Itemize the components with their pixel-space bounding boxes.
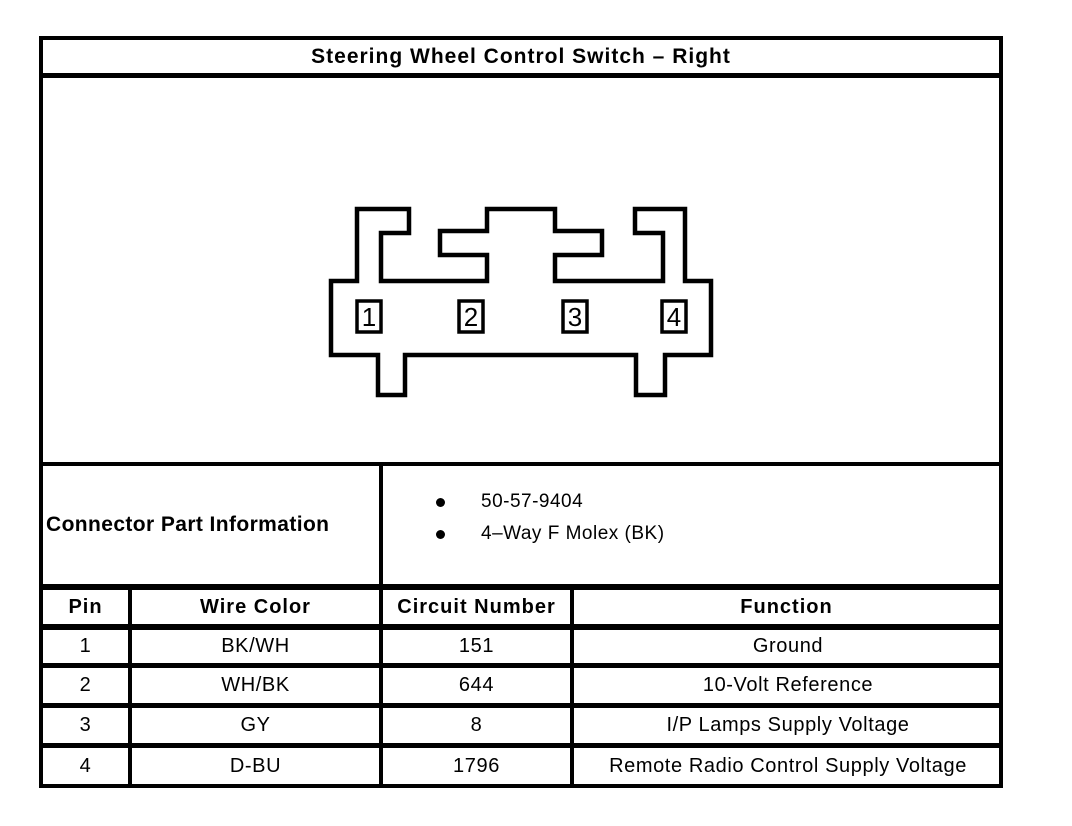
header-cell-wire-color: Wire Color bbox=[132, 590, 383, 624]
part-number: 50-57-9404 bbox=[481, 491, 584, 512]
pin-box-1 bbox=[355, 299, 383, 334]
pin-table-header: Pin Wire Color Circuit Number Function bbox=[43, 590, 999, 630]
part-item: 4–Way F Molex (BK) bbox=[436, 518, 999, 550]
cell-wire-color: BK/WH bbox=[132, 630, 383, 663]
cell-wire-color: D-BU bbox=[132, 748, 383, 784]
cell-circuit-number: 644 bbox=[383, 668, 574, 703]
bullet-icon bbox=[436, 529, 445, 539]
cell-pin: 1 bbox=[43, 630, 132, 663]
connector-sheet: Steering Wheel Control Switch – Right 1 … bbox=[39, 36, 1003, 788]
page-title: Steering Wheel Control Switch – Right bbox=[311, 44, 731, 68]
cell-wire-color: GY bbox=[132, 708, 383, 743]
cell-function: Ground bbox=[752, 635, 824, 657]
pin-number-1: 1 bbox=[362, 302, 376, 332]
pin-number-2: 2 bbox=[464, 302, 478, 332]
cell-function: I/P Lamps Supply Voltage bbox=[666, 714, 910, 736]
cell-circuit-number: 151 bbox=[383, 630, 574, 663]
cell-function: 10-Volt Reference bbox=[702, 674, 874, 696]
table-row: 4 D-BU 1796 Remote Radio Control Supply … bbox=[43, 748, 999, 784]
cell-pin: 3 bbox=[43, 708, 132, 743]
pin-number-3: 3 bbox=[568, 302, 582, 332]
title-bar: Steering Wheel Control Switch – Right bbox=[43, 40, 999, 78]
table-row: 2 WH/BK 644 10-Volt Reference bbox=[43, 668, 999, 708]
header-cell-function: Function bbox=[740, 595, 833, 618]
pin-box-3 bbox=[561, 299, 589, 334]
pin-box-2 bbox=[457, 299, 485, 334]
header-cell-pin: Pin bbox=[43, 590, 132, 624]
connector-info-label: Connector Part Information bbox=[43, 466, 383, 584]
pin-box-4 bbox=[660, 299, 688, 334]
connector-face-diagram: 1 2 3 4 bbox=[328, 206, 714, 398]
connector-info-row: Connector Part Information 50-57-9404 4–… bbox=[43, 466, 999, 590]
header-cell-circuit-number: Circuit Number bbox=[383, 590, 574, 624]
cell-wire-color: WH/BK bbox=[132, 668, 383, 703]
table-row: 1 BK/WH 151 Ground bbox=[43, 630, 999, 668]
connector-diagram-area: 1 2 3 4 bbox=[43, 78, 999, 466]
part-description: 4–Way F Molex (BK) bbox=[481, 523, 665, 544]
pin-number-4: 4 bbox=[667, 302, 681, 332]
cell-pin: 2 bbox=[43, 668, 132, 703]
table-row: 3 GY 8 I/P Lamps Supply Voltage bbox=[43, 708, 999, 748]
cell-circuit-number: 8 bbox=[383, 708, 574, 743]
cell-function: Remote Radio Control Supply Voltage bbox=[609, 754, 967, 777]
connector-outline bbox=[328, 206, 714, 398]
connector-part-list: 50-57-9404 4–Way F Molex (BK) bbox=[383, 466, 999, 584]
bullet-icon bbox=[436, 497, 445, 507]
part-item: 50-57-9404 bbox=[436, 486, 999, 518]
cell-pin: 4 bbox=[43, 748, 132, 784]
cell-circuit-number: 1796 bbox=[383, 748, 574, 784]
